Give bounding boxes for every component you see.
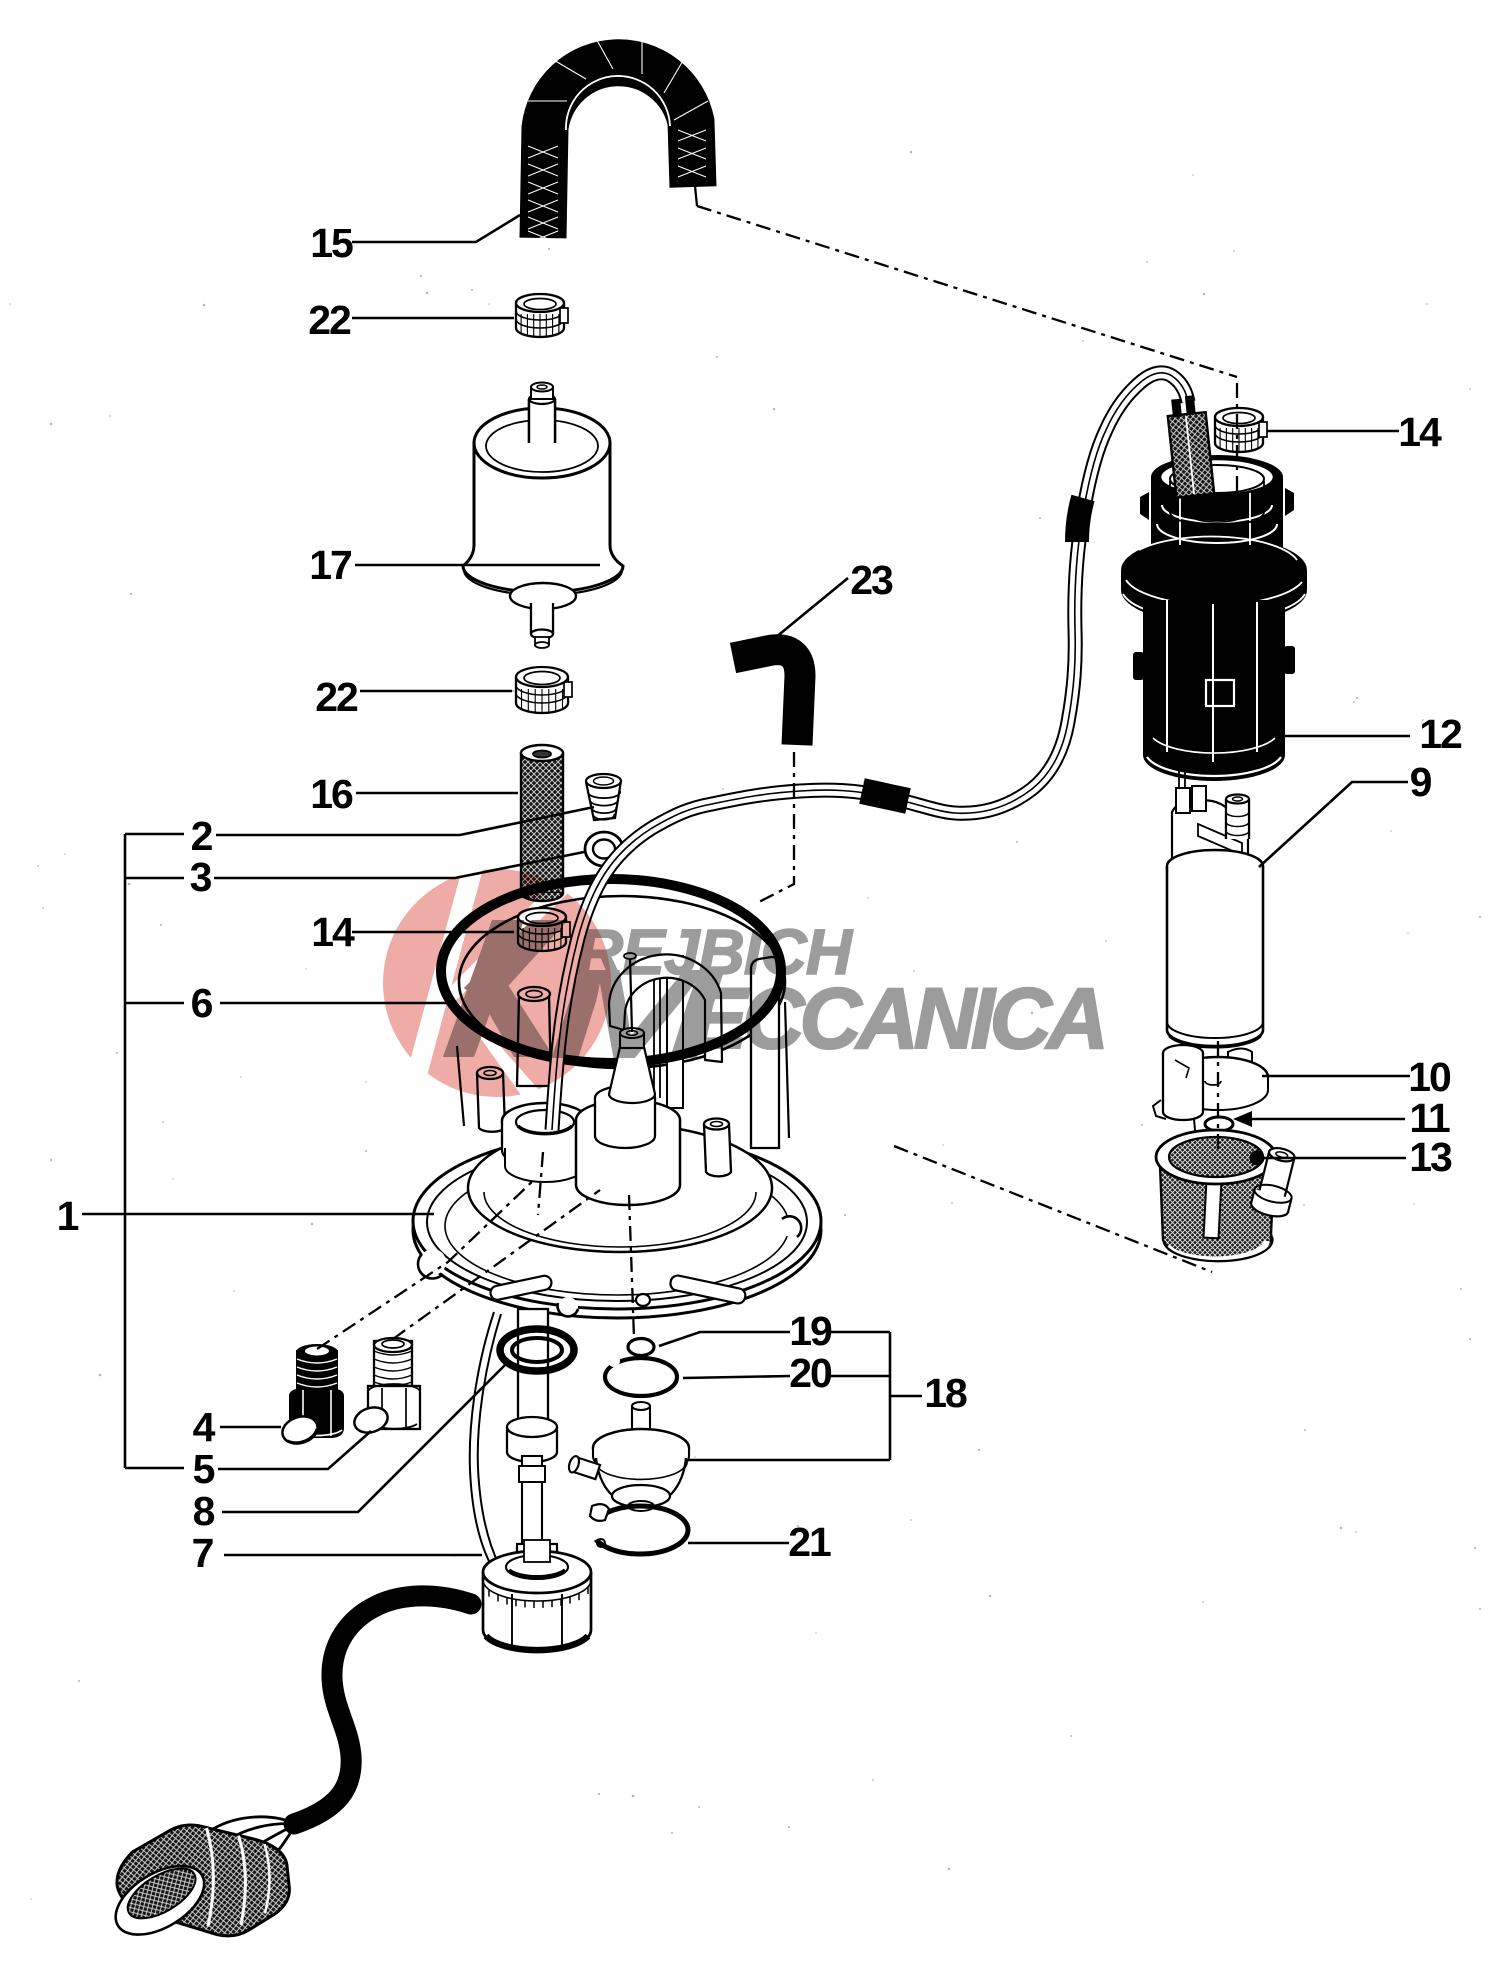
svg-text:11: 11	[1409, 1095, 1450, 1141]
svg-text:19: 19	[789, 1308, 832, 1354]
svg-text:14: 14	[1398, 409, 1442, 455]
svg-text:13: 13	[1409, 1134, 1452, 1180]
svg-text:7: 7	[192, 1530, 213, 1576]
svg-text:2: 2	[191, 813, 213, 859]
svg-text:17: 17	[309, 542, 351, 588]
svg-text:8: 8	[193, 1488, 215, 1534]
svg-text:10: 10	[1408, 1054, 1451, 1100]
svg-text:3: 3	[190, 854, 212, 900]
svg-text:4: 4	[193, 1404, 216, 1450]
svg-text:M: M	[548, 942, 725, 1085]
svg-text:6: 6	[191, 980, 213, 1026]
svg-text:23: 23	[850, 557, 893, 603]
svg-text:21: 21	[788, 1519, 831, 1565]
svg-text:16: 16	[310, 771, 353, 817]
svg-text:ECCANICA: ECCANICA	[690, 971, 1104, 1067]
svg-text:15: 15	[310, 220, 353, 266]
svg-text:9: 9	[1410, 759, 1432, 805]
svg-text:20: 20	[789, 1350, 832, 1396]
svg-text:12: 12	[1419, 711, 1462, 757]
svg-text:1: 1	[57, 1193, 79, 1239]
svg-text:14: 14	[311, 909, 355, 955]
svg-text:REJBICH: REJBICH	[577, 916, 854, 988]
svg-text:22: 22	[308, 297, 351, 343]
svg-text:5: 5	[193, 1446, 215, 1492]
svg-text:22: 22	[315, 674, 358, 720]
svg-text:18: 18	[924, 1370, 967, 1416]
